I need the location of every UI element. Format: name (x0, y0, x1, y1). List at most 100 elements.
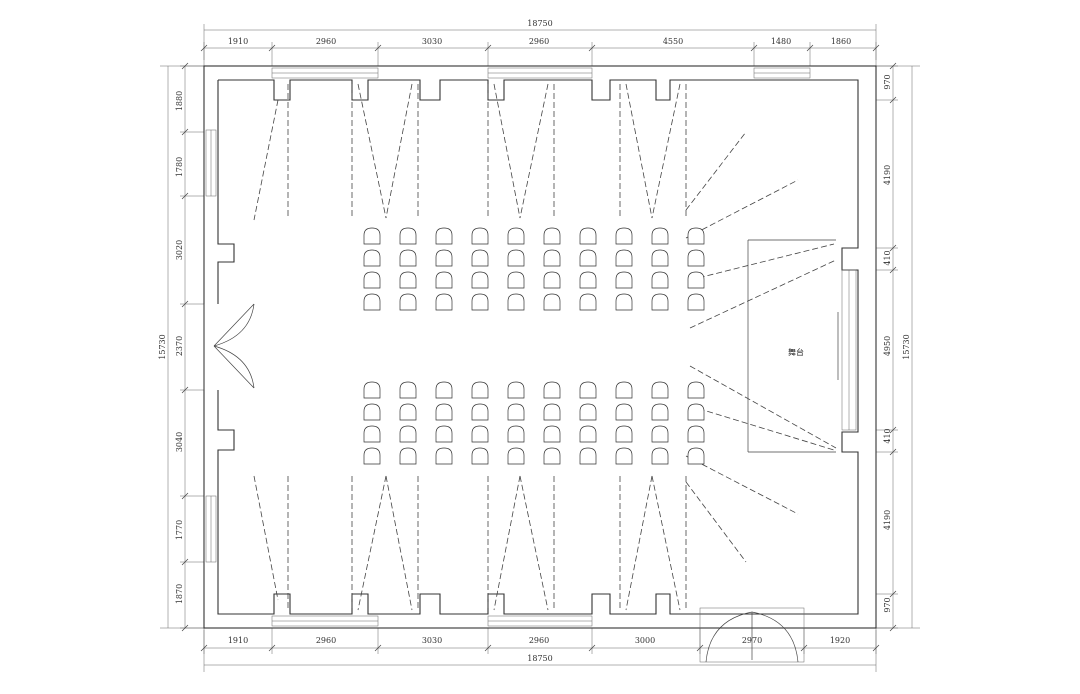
seat (399, 403, 417, 421)
top-dimension-3: 3030 (422, 37, 442, 46)
seat (399, 293, 417, 311)
dashed-line (385, 83, 413, 219)
left-dimension-2: 1780 (175, 157, 184, 177)
dashed-line (689, 243, 835, 281)
dimension-slash (268, 644, 276, 652)
seat (543, 271, 561, 289)
dashed-line (253, 99, 279, 221)
seat (687, 403, 705, 421)
seat (507, 271, 525, 289)
seat (651, 447, 669, 465)
seat (543, 381, 561, 399)
seat (579, 249, 597, 267)
seat (615, 447, 633, 465)
top-dimension-7: 1860 (831, 37, 851, 46)
dimension-slash (268, 44, 276, 52)
right-dimension-3: 410 (883, 250, 892, 265)
seat (615, 293, 633, 311)
seat (615, 227, 633, 245)
seat (579, 403, 597, 421)
seat (363, 447, 381, 465)
seat (651, 227, 669, 245)
bottom-dimension-5: 3000 (635, 636, 655, 645)
building-walls (203, 65, 877, 629)
dimension-slash (181, 62, 189, 70)
seat (399, 249, 417, 267)
bottom-dimension-7: 1920 (830, 636, 850, 645)
left-entrance-door (203, 303, 255, 390)
seat (543, 425, 561, 443)
seat (651, 293, 669, 311)
seat (651, 403, 669, 421)
bottom-dimension-2: 2960 (316, 636, 336, 645)
seat (399, 227, 417, 245)
seat (471, 447, 489, 465)
right-dimension-5: 410 (883, 428, 892, 443)
seat (471, 293, 489, 311)
seat (651, 425, 669, 443)
seat (435, 293, 453, 311)
dimension-slash (872, 644, 880, 652)
seat (471, 403, 489, 421)
top-dimension-2: 2960 (316, 37, 336, 46)
seat (507, 425, 525, 443)
dimension-slash (588, 644, 596, 652)
seating-rows (363, 227, 705, 465)
dimension-slash (181, 624, 189, 632)
dimension-slash (872, 44, 880, 52)
seat (687, 227, 705, 245)
seat (615, 425, 633, 443)
seat (363, 381, 381, 399)
seat (507, 249, 525, 267)
bottom-entrance-door (699, 607, 805, 663)
stage-area: 舞台 (747, 239, 836, 453)
seat (363, 293, 381, 311)
dashed-line (689, 365, 837, 449)
dimension-slash (889, 62, 897, 70)
dashed-line (685, 131, 747, 211)
dimension-slash (181, 192, 189, 200)
dashed-line (493, 83, 521, 219)
dashed-line (253, 475, 279, 601)
seat (507, 447, 525, 465)
seat (579, 227, 597, 245)
seat (435, 271, 453, 289)
dashed-line (493, 475, 521, 611)
dashed-line (651, 475, 681, 611)
seat (399, 447, 417, 465)
seat (399, 381, 417, 399)
dashed-line (651, 83, 681, 219)
seat (471, 227, 489, 245)
seat (363, 227, 381, 245)
dashed-line (519, 475, 549, 611)
dimension-slash (181, 128, 189, 136)
dashed-partitions (253, 83, 837, 611)
seat (363, 403, 381, 421)
dashed-line (685, 179, 799, 239)
dashed-line (689, 405, 835, 451)
dimension-slash (200, 644, 208, 652)
seat (615, 271, 633, 289)
right-dimension-1: 970 (883, 74, 892, 89)
dimension-slash (181, 386, 189, 394)
dashed-line (357, 475, 387, 611)
seat (543, 447, 561, 465)
left-dimension-4: 2370 (175, 336, 184, 356)
seat (651, 249, 669, 267)
dimension-slash (889, 448, 897, 456)
left-dimension-1: 1880 (175, 91, 184, 111)
dimension-slash (181, 492, 189, 500)
seat (399, 271, 417, 289)
right-dimension-6: 4190 (883, 510, 892, 530)
seat (615, 381, 633, 399)
seat (579, 293, 597, 311)
seat (687, 271, 705, 289)
seat (435, 227, 453, 245)
seat (543, 403, 561, 421)
left-dimension-6: 1770 (175, 520, 184, 540)
top-dimension-4: 2960 (529, 37, 549, 46)
dimension-slash (889, 624, 897, 632)
dimension-slash (181, 300, 189, 308)
seat (363, 249, 381, 267)
